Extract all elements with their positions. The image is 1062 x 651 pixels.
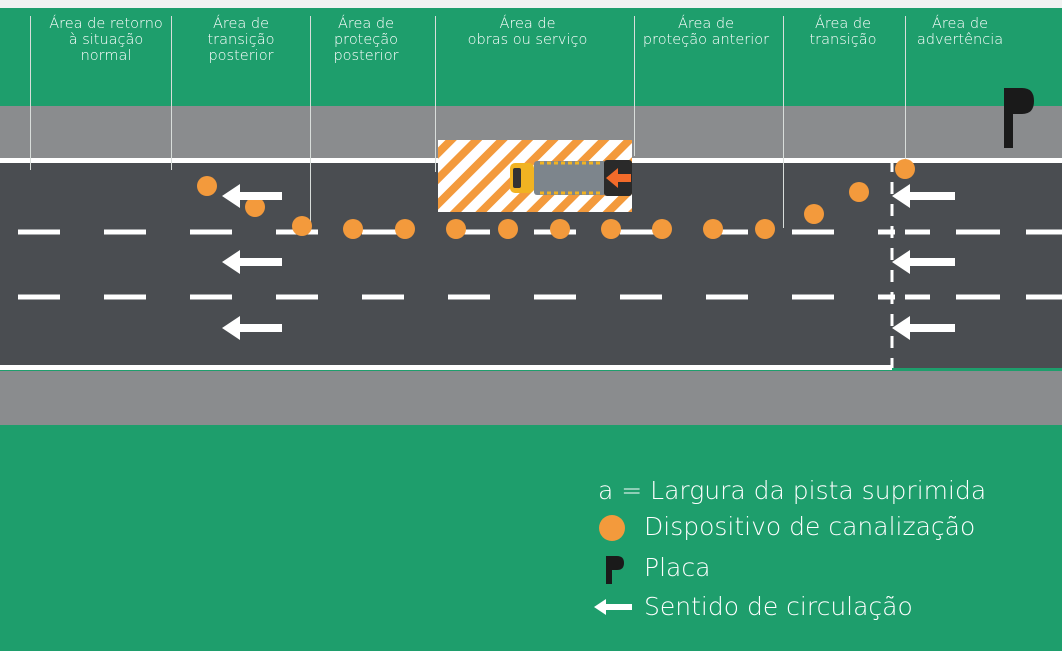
- left-arrow-icon: [892, 316, 955, 340]
- zone-label-obras: Área de obras ou serviço: [467, 16, 588, 48]
- sign-post-icon: [606, 556, 624, 584]
- cone-group: [197, 159, 915, 239]
- zone-divider: [171, 16, 172, 170]
- zone-divider: [634, 16, 635, 156]
- orange-dot-icon: [601, 219, 621, 239]
- orange-dot-icon: [599, 515, 625, 541]
- zone-divider: [30, 16, 31, 170]
- orange-dot-icon: [395, 219, 415, 239]
- left-arrow-icon: [222, 316, 282, 340]
- legend-width-label: a = Largura da pista suprimida: [598, 476, 987, 505]
- left-arrow-icon: [594, 599, 632, 615]
- lower-shoulder: [0, 371, 1062, 425]
- work-truck-icon: [510, 160, 632, 196]
- zone-divider: [905, 16, 906, 168]
- legend-device-label: Dispositivo de canalização: [644, 512, 976, 541]
- left-arrow-icon: [222, 184, 282, 208]
- orange-dot-icon: [446, 219, 466, 239]
- top-strip: [0, 0, 1062, 8]
- orange-dot-icon: [343, 219, 363, 239]
- orange-dot-icon: [550, 219, 570, 239]
- zone-label-protecao-posterior: Área de proteção posterior: [333, 16, 399, 64]
- legend-direction-label: Sentido de circulação: [644, 592, 913, 621]
- left-arrow-icon: [892, 184, 955, 208]
- orange-dot-icon: [804, 204, 824, 224]
- zone-label-advertencia: Área de advertência: [916, 16, 1004, 48]
- orange-dot-icon: [245, 197, 265, 217]
- orange-dot-icon: [895, 159, 915, 179]
- orange-dot-icon: [755, 219, 775, 239]
- zone-label-protecao-anterior: Área de proteção anterior: [642, 16, 770, 48]
- legend-sign-label: Placa: [644, 553, 711, 582]
- orange-dot-icon: [292, 216, 312, 236]
- zone-label-transicao-posterior: Área de transição posterior: [207, 16, 275, 64]
- orange-dot-icon: [652, 219, 672, 239]
- orange-dot-icon: [849, 182, 869, 202]
- zone-divider: [310, 16, 311, 228]
- orange-dot-icon: [703, 219, 723, 239]
- zone-label-retorno: Área de retorno à situação normal: [49, 16, 163, 64]
- zone-divider: [783, 16, 784, 228]
- zone-label-transicao: Área de transição: [809, 16, 877, 48]
- orange-dot-icon: [498, 219, 518, 239]
- bottom-edge-line: [0, 365, 892, 370]
- arrow-group: [222, 184, 955, 340]
- sign-post-icon: [1004, 88, 1034, 148]
- zone-divider: [435, 16, 436, 172]
- left-arrow-icon: [892, 250, 955, 274]
- left-arrow-icon: [222, 250, 282, 274]
- orange-dot-icon: [197, 176, 217, 196]
